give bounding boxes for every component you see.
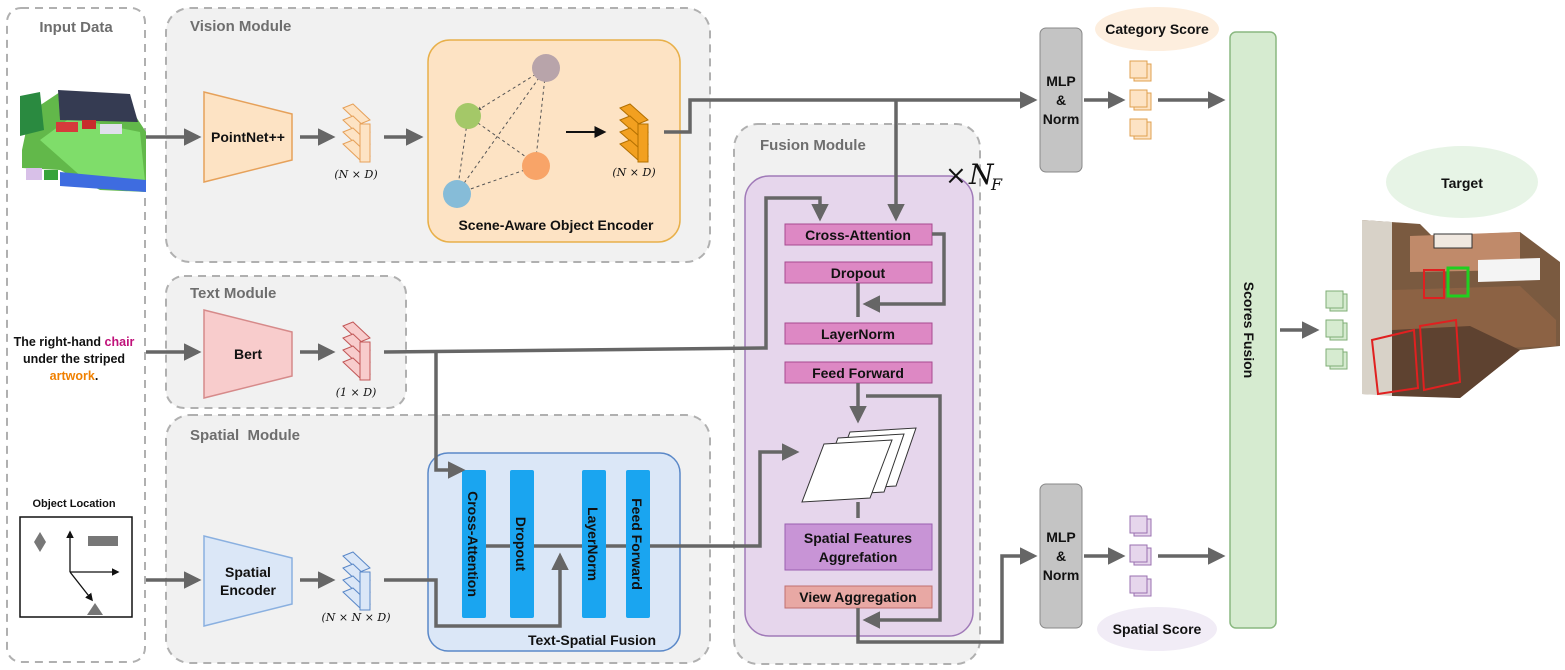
vision-dim-in: (N × D) (334, 168, 377, 181)
svg-text:Norm: Norm (1043, 567, 1080, 583)
graph-node (522, 152, 550, 180)
query-text-line2: under the striped (23, 352, 125, 366)
svg-text:Scores Fusion: Scores Fusion (1241, 282, 1257, 378)
scene-encoder-label: Scene-Aware Object Encoder (458, 217, 654, 233)
svg-text:&: & (1056, 92, 1066, 108)
ts-bar-feed-forward: Feed Forward (626, 470, 650, 618)
bert-block: Bert (203, 309, 293, 399)
fusion-feature-planes (801, 427, 917, 503)
view-aggregation-block: View Aggregation (784, 585, 933, 609)
text-spatial-fusion-title: Text-Spatial Fusion (528, 632, 656, 648)
svg-text:Norm: Norm (1043, 111, 1080, 127)
graph-node (455, 103, 481, 129)
spatial-encoder-label-line2: Encoder (220, 582, 277, 598)
query-text-line3: artwork. (50, 369, 99, 383)
ts-bar-cross-attention: Cross-Attention (462, 470, 486, 618)
mlp-norm-top-block: MLP & Norm (1039, 27, 1083, 173)
svg-text:MLP: MLP (1046, 73, 1076, 89)
ts-bar-layernorm: LayerNorm (582, 470, 606, 618)
spatial-score-badge: Spatial Score (1097, 607, 1217, 651)
point-cloud-scene-image (20, 90, 146, 192)
target-badge: Target (1386, 146, 1538, 218)
object-location-label: Object Location (32, 498, 115, 510)
text-feature-stack (342, 321, 371, 381)
svg-text:LayerNorm: LayerNorm (585, 507, 601, 581)
spatial-module-title: Spatial Module (190, 427, 300, 444)
fusion-module-title: Fusion Module (760, 137, 866, 154)
pointnet-label: PointNet++ (211, 129, 285, 145)
svg-text:Category Score: Category Score (1105, 21, 1209, 37)
category-score-badge: Category Score (1095, 7, 1219, 51)
svg-text:Dropout: Dropout (831, 265, 886, 281)
svg-text:Cross-Attention: Cross-Attention (465, 491, 481, 597)
scores-fusion-block: Scores Fusion (1229, 31, 1277, 629)
graph-node (443, 180, 471, 208)
svg-text:Cross-Attention: Cross-Attention (805, 227, 911, 243)
mlp-norm-bottom-block: MLP & Norm (1039, 483, 1083, 629)
spatial-feature-stack (342, 551, 371, 611)
spatial-encoder-block: Spatial Encoder (203, 535, 293, 627)
spatial-encoder-label-line1: Spatial (225, 564, 271, 580)
svg-text:Spatial Score: Spatial Score (1113, 621, 1202, 637)
scene-aware-encoder-block: Scene-Aware Object Encoder (427, 39, 681, 243)
text-dim: (1 × D) (336, 386, 377, 399)
input-data-title: Input Data (39, 19, 113, 36)
spatial-score-cells (1129, 515, 1152, 597)
svg-text:Feed Forward: Feed Forward (629, 498, 645, 590)
fusion-cross-attention-block: Cross-Attention (784, 223, 933, 246)
svg-text:&: & (1056, 548, 1066, 564)
svg-text:×: × (945, 161, 967, 191)
category-score-cells (1129, 60, 1152, 140)
svg-text:Target: Target (1441, 175, 1483, 191)
svg-text:N: N (968, 158, 995, 191)
svg-text:F: F (990, 175, 1003, 194)
text-spatial-fusion-block: Text-Spatial Fusion Cross-Attention Drop… (427, 452, 681, 652)
graph-node (532, 54, 560, 82)
target-scene-image (1362, 220, 1560, 398)
spatial-features-aggregation-block: Spatial Features Aggrefation (784, 523, 933, 571)
pointnet-block: PointNet++ (203, 91, 293, 183)
spatial-dim: (N × N × D) (321, 611, 390, 624)
svg-text:Aggrefation: Aggrefation (819, 549, 898, 565)
vision-module-title: Vision Module (190, 18, 291, 35)
ts-bar-dropout: Dropout (510, 470, 534, 618)
svg-text:MLP: MLP (1046, 529, 1076, 545)
repeat-nf-label: × N F (945, 158, 1003, 194)
final-score-cells (1325, 290, 1348, 370)
bert-label: Bert (234, 346, 262, 362)
connectors (146, 91, 1320, 644)
fusion-dropout-block: Dropout (784, 261, 933, 284)
fusion-feed-forward-block: Feed Forward (784, 361, 933, 384)
svg-text:View Aggregation: View Aggregation (799, 589, 916, 605)
query-text: The right-hand chair under the striped a… (14, 335, 135, 383)
svg-text:Dropout: Dropout (513, 517, 529, 572)
query-text-line1: The right-hand chair (14, 335, 135, 349)
fusion-layernorm-block: LayerNorm (784, 322, 933, 345)
vision-feature-stack-in (342, 103, 371, 163)
svg-text:Spatial Features: Spatial Features (804, 530, 912, 546)
vision-feature-stack-out (619, 103, 649, 163)
svg-text:LayerNorm: LayerNorm (821, 326, 895, 342)
object-location-figure: Object Location (19, 498, 133, 618)
text-module-title: Text Module (190, 285, 276, 302)
vision-dim-out: (N × D) (612, 166, 655, 179)
svg-text:Feed Forward: Feed Forward (812, 365, 904, 381)
